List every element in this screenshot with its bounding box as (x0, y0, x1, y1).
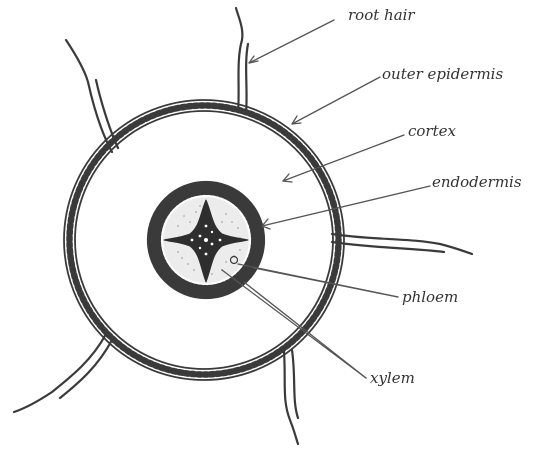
root-hair-right-inner (332, 242, 444, 252)
vascular-cylinder (148, 182, 264, 298)
label-outer-epidermis: outer epidermis (382, 67, 503, 82)
leader-root-hair (249, 20, 334, 63)
label-cortex: cortex (408, 124, 456, 139)
root-hair-top-inner (246, 44, 248, 112)
leader-cortex (283, 135, 404, 181)
label-root-hair: root hair (348, 8, 415, 23)
label-xylem: xylem (370, 371, 415, 386)
root-hair-bottom-left-inner (60, 340, 112, 398)
root-hair-bottom-left (14, 334, 106, 412)
leader-endodermis (262, 186, 430, 226)
root-hair-bottom (284, 352, 298, 444)
root-hair-bottom-inner (292, 350, 298, 418)
root-hair-left (66, 40, 112, 152)
label-phloem: phloem (402, 290, 458, 305)
leader-outer-epidermis (292, 77, 380, 124)
label-endodermis: endodermis (432, 175, 522, 190)
root-hair-top (236, 8, 242, 112)
